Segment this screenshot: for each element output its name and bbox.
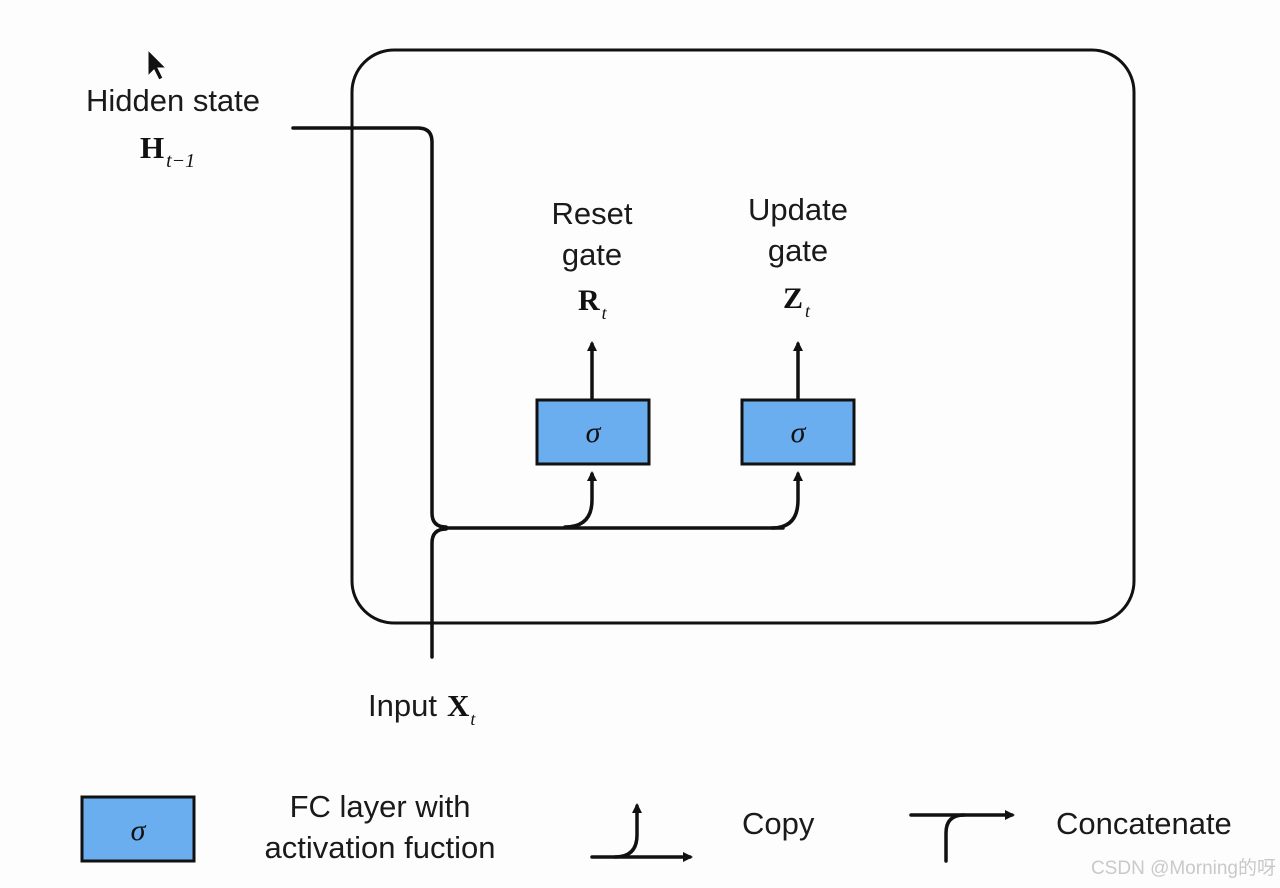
legend-fc-label-line2: activation fuction: [265, 830, 496, 865]
reset-gate-box: [535, 398, 651, 466]
update-gate-label-line2: gate: [768, 233, 828, 268]
reset-branch-line: [563, 471, 597, 529]
reset-gate-label-line2: gate: [562, 237, 622, 272]
legend-fc-sigma: σ: [131, 814, 147, 847]
legend-copy-branch-arrow: [613, 803, 642, 859]
hidden-state-line: [291, 126, 448, 529]
legend-concat-label: Concatenate: [1056, 806, 1232, 841]
input-line: [430, 527, 448, 659]
update-branch-line: [770, 471, 803, 530]
watermark: CSDN @Morning的呀: [1091, 857, 1276, 879]
legend-copy-label: Copy: [742, 806, 815, 841]
reset-gate-label-line1: Reset: [552, 196, 633, 231]
legend-fc-box: [80, 795, 196, 863]
cursor-icon: [147, 48, 168, 81]
update-gate-label-line1: Update: [748, 192, 848, 227]
update-gate-box: [740, 398, 856, 466]
reset-gate-sigma: σ: [586, 416, 602, 449]
hidden-state-label: Hidden state: [86, 83, 260, 118]
gru-cell-frame: [350, 48, 1136, 625]
legend-concat-joiner: [944, 813, 966, 863]
update-gate-sigma: σ: [791, 416, 807, 449]
legend-fc-label-line1: FC layer with: [290, 789, 471, 824]
